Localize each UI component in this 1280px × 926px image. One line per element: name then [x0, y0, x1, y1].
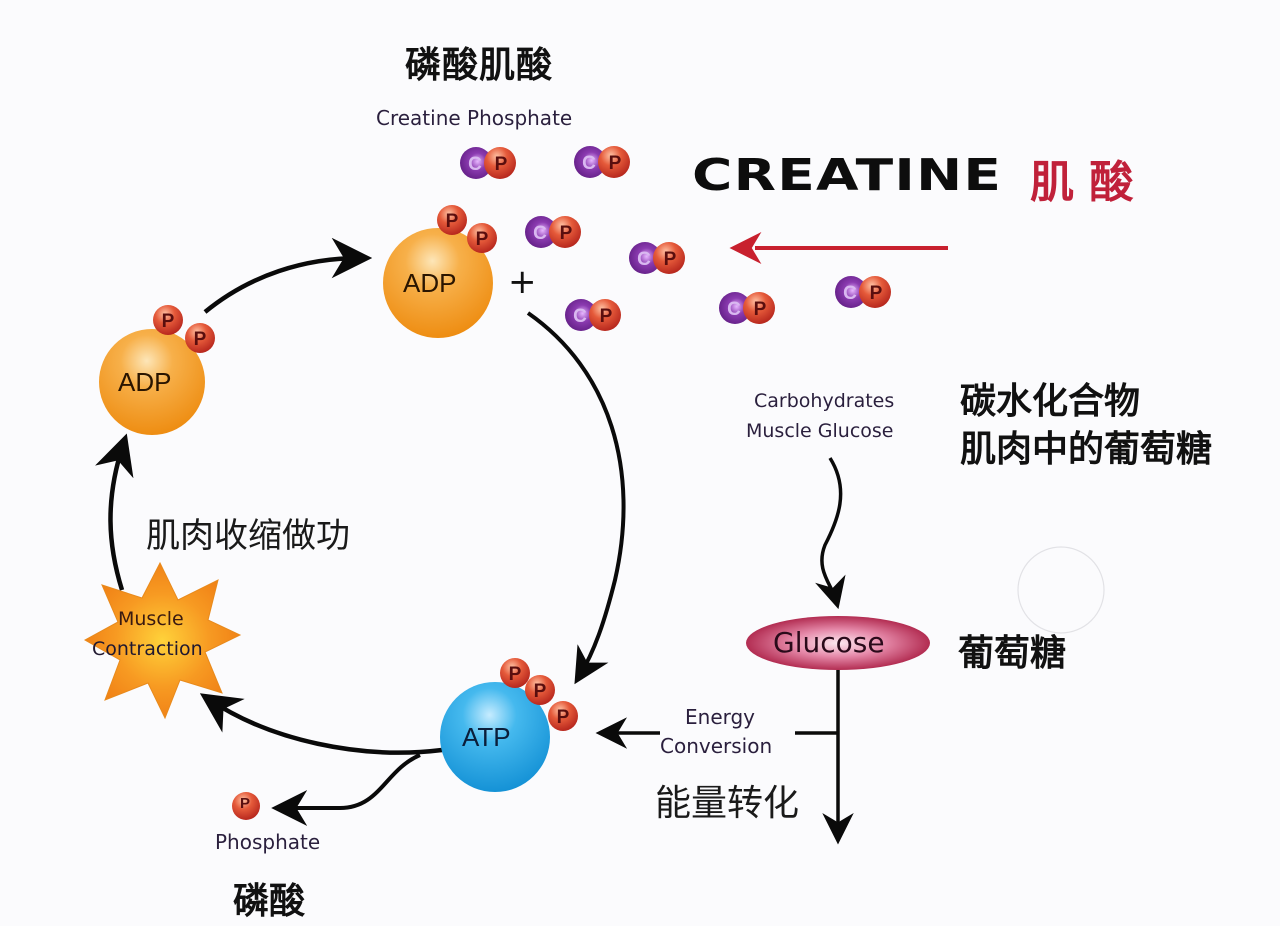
free-phosphate-ball: [232, 792, 260, 820]
creatine-en: CREATINE: [692, 150, 1003, 201]
phosphate-glyph: P: [609, 153, 622, 174]
muscle-contraction-line1: Muscle: [118, 608, 184, 630]
creatine-glyph: C: [533, 223, 547, 244]
phosphate-ball: [437, 205, 467, 235]
carbohydrates-cn-line2: 肌肉中的葡萄糖: [960, 429, 1213, 470]
phosphate-ball: [467, 223, 497, 253]
title-en: Creatine Phosphate: [376, 106, 573, 130]
energy-conversion-cn: 能量转化: [655, 783, 800, 824]
phosphate-ball: [500, 658, 530, 688]
creatine-ball: [719, 292, 751, 324]
adp-left-molecule: [99, 329, 205, 435]
phosphate-ball: [859, 276, 891, 308]
creatine-glyph: C: [468, 154, 482, 175]
creatine-ball: [460, 147, 492, 179]
phosphate-ball: [484, 147, 516, 179]
phosphate-ball: [549, 216, 581, 248]
title-cn: 磷酸肌酸: [405, 45, 554, 86]
glucose-cn: 葡萄糖: [958, 633, 1067, 674]
phosphate-ball: [153, 305, 183, 335]
plus-sign: +: [508, 262, 537, 302]
creatine-glyph: C: [843, 283, 857, 304]
phosphate-glyph: P: [557, 707, 570, 728]
creatine-ball: [525, 216, 557, 248]
creatine-ball: [565, 299, 597, 331]
phosphate-en: Phosphate: [215, 830, 321, 854]
phosphate-glyph: P: [560, 223, 573, 244]
adp-left-label: ADP: [118, 367, 172, 397]
phosphate-glyph: P: [476, 229, 489, 250]
phosphate-ball: [525, 675, 555, 705]
free-phosphate-glyph: P: [240, 795, 251, 812]
muscle-contraction-line2: Contraction: [92, 638, 203, 660]
arrow-atp-to-contraction: [199, 693, 443, 755]
phosphate-glyph: P: [162, 311, 175, 332]
glucose-ellipse: [746, 616, 930, 670]
phosphate-ball: [548, 701, 578, 731]
creatine-glyph: C: [727, 299, 741, 320]
adp-top-molecule: [383, 228, 493, 338]
creatine-glyph: C: [637, 249, 651, 270]
arrow-adp-to-adp: [203, 237, 373, 314]
carbohydrates-en-line2: Muscle Glucose: [746, 420, 894, 442]
arrow-contraction-to-adp: [94, 433, 134, 591]
glucose-en: Glucose: [773, 626, 885, 659]
creatine-glyph: C: [573, 306, 587, 327]
phosphate-glyph: P: [534, 681, 547, 702]
carbohydrates-en-line1: Carbohydrates: [754, 390, 895, 412]
phosphate-glyph: P: [600, 306, 613, 327]
phosphate-ball: [589, 299, 621, 331]
arrow-atp-to-phosphate: [271, 753, 421, 826]
arrow-adp-to-atp: [526, 311, 626, 685]
energy-conversion-en-line2: Conversion: [660, 734, 773, 758]
muscle-contraction-star: [83, 561, 242, 720]
arrow-carbs-to-glucose: [815, 457, 846, 610]
phosphate-ball: [185, 323, 215, 353]
creatine-ball: [835, 276, 867, 308]
phosphate-glyph: P: [870, 283, 883, 304]
phosphate-glyph: P: [446, 211, 459, 232]
phosphate-ball: [653, 242, 685, 274]
creatine-cn: 肌 酸: [1030, 157, 1134, 208]
creatine-ball: [629, 242, 661, 274]
phosphate-glyph: P: [754, 299, 767, 320]
adp-top-label: ADP: [403, 268, 457, 298]
creatine-glyph: C: [582, 153, 596, 174]
muscle-contraction-cn: 肌肉收缩做功: [146, 516, 350, 556]
phosphate-glyph: P: [194, 329, 207, 350]
phosphate-cn: 磷酸: [233, 881, 306, 922]
phosphate-ball: [598, 146, 630, 178]
carbohydrates-cn-line1: 碳水化合物: [960, 381, 1141, 422]
phosphate-glyph: P: [509, 664, 522, 685]
energy-conversion-en-line1: Energy: [685, 705, 756, 729]
phosphate-glyph: P: [495, 154, 508, 175]
phosphate-glyph: P: [664, 249, 677, 270]
creatine-ball: [574, 146, 606, 178]
atp-label: ATP: [462, 722, 511, 752]
atp-molecule: [440, 682, 550, 792]
phosphate-ball: [743, 292, 775, 324]
faint-circle: [1017, 546, 1105, 634]
